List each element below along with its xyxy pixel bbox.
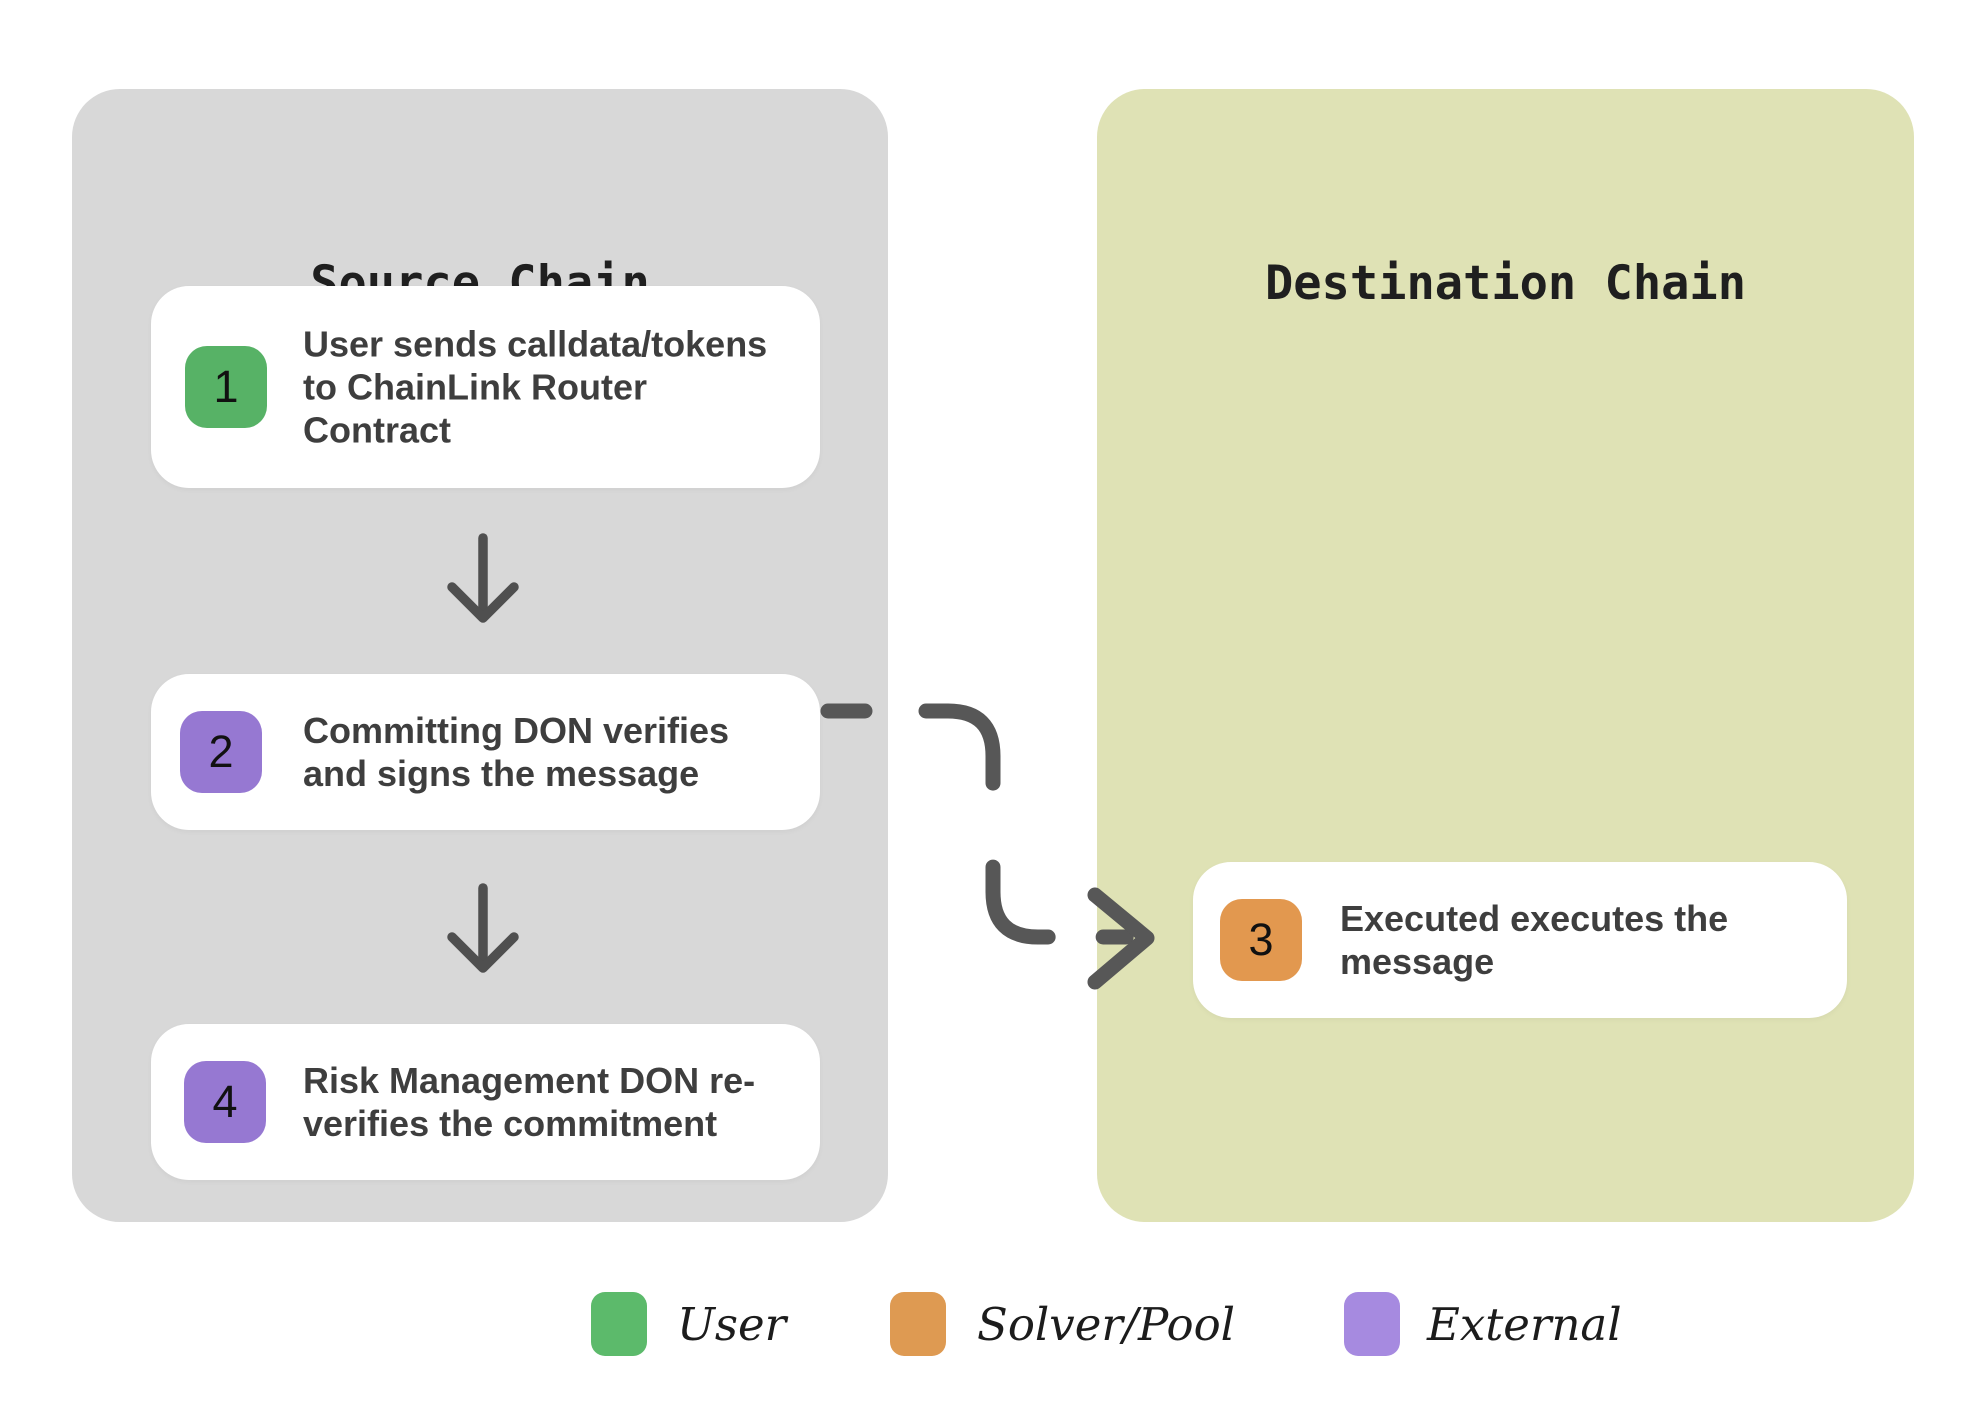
step-2-card: 2 Committing DON verifies and signs the … [151, 674, 820, 830]
step-1-number: 1 [213, 361, 239, 412]
step-2-text: Committing DON verifies and signs the me… [303, 710, 730, 794]
destination-chain-title: Destination Chain [1264, 256, 1747, 311]
step-2-number: 2 [208, 726, 234, 777]
step-1-card: 1 User sends calldata/tokens to ChainLin… [151, 286, 820, 488]
step-4-card: 4 Risk Management DON re- verifies the c… [151, 1024, 820, 1180]
legend-item-user: User [591, 1292, 786, 1356]
step-1-text: User sends calldata/tokens to ChainLink … [303, 323, 768, 451]
legend-item-external: External [1344, 1292, 1622, 1356]
legend-label-external: External [1427, 1297, 1622, 1351]
destination-chain-panel: Destination Chain 3 Executed executes th… [1097, 89, 1914, 1222]
step-3-text: Executed executes the message [1340, 898, 1729, 982]
step-2-badge: 2 [180, 711, 262, 793]
legend-swatch-solver-pool [890, 1292, 946, 1356]
legend-item-solver-pool: Solver/Pool [890, 1292, 1235, 1356]
legend-swatch-user [591, 1292, 647, 1356]
source-chain-panel: Source Chain 1 User sends calldata/token… [72, 89, 888, 1222]
legend-label-solver-pool: Solver/Pool [977, 1297, 1236, 1351]
legend-label-user: User [677, 1297, 787, 1351]
legend-swatch-external [1344, 1292, 1400, 1356]
step-3-number: 3 [1248, 914, 1274, 965]
step-4-number: 4 [212, 1076, 238, 1127]
step-4-text: Risk Management DON re- verifies the com… [303, 1060, 756, 1144]
step-3-badge: 3 [1220, 899, 1302, 981]
step-1-badge: 1 [185, 346, 267, 428]
step-3-card: 3 Executed executes the message [1193, 862, 1847, 1018]
step-4-badge: 4 [184, 1061, 266, 1143]
